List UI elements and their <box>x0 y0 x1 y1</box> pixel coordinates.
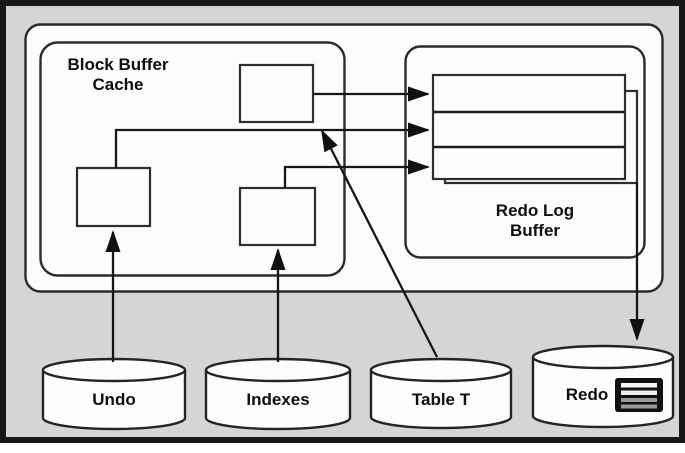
indexes-cylinder <box>204 357 352 431</box>
indexes-datastore-label: Indexes <box>246 390 310 409</box>
block-buffer-cache-box <box>39 41 346 277</box>
arrow-table-t-to-cache-block <box>320 129 439 358</box>
log-file-icon-line <box>621 390 657 395</box>
arrow-cache-bottom-to-log-row3 <box>283 159 430 188</box>
log-file-icon <box>615 378 663 412</box>
table-t-cylinder-body <box>369 370 513 430</box>
redo-log-buffer-box <box>404 45 646 259</box>
log-file-icon-line <box>621 404 657 409</box>
block-buffer-cache-label: Block Buffer Cache <box>67 55 169 95</box>
redo-log-buffer-label: Redo Log Buffer <box>495 201 575 241</box>
undo-cylinder-top <box>41 357 187 383</box>
redo-cylinder-top <box>531 344 675 370</box>
log-file-icon-line <box>621 383 657 388</box>
table-t-cylinder <box>369 357 513 430</box>
undo-cylinder-body <box>41 370 187 431</box>
cache-block-top <box>238 63 315 124</box>
log-file-icon-line <box>621 398 657 402</box>
table-t-datastore-label: Table T <box>411 390 471 409</box>
log-entries-box <box>431 73 627 181</box>
table-t-cylinder-top <box>369 357 513 383</box>
cache-block-left <box>75 166 152 228</box>
undo-datastore-label: Undo <box>92 390 136 409</box>
redo-datastore-label: Redo <box>565 385 609 404</box>
indexes-cylinder-body <box>204 370 352 431</box>
cache-block-bottom <box>238 186 317 247</box>
indexes-cylinder-top <box>204 357 352 383</box>
